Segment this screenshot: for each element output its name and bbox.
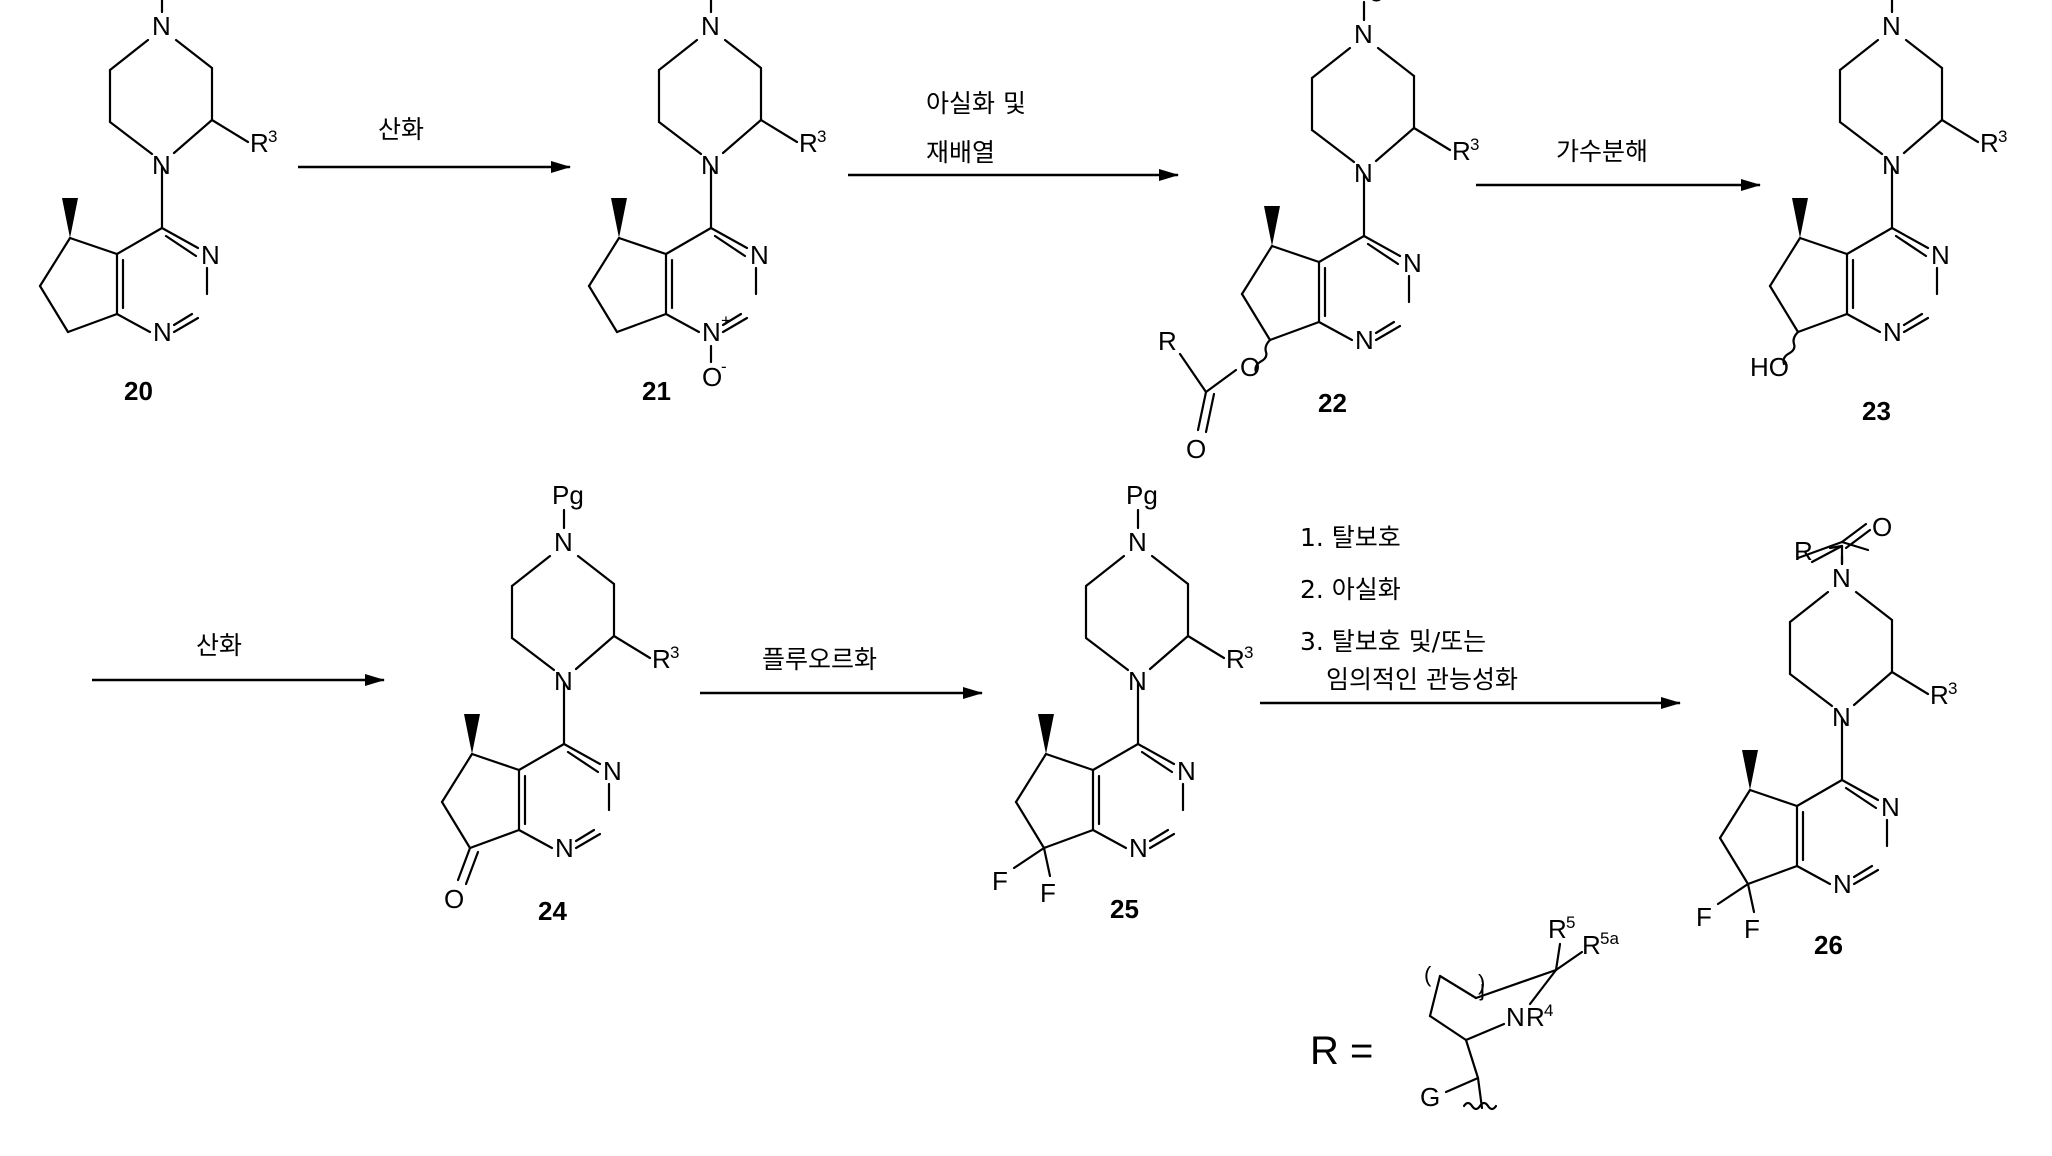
atom-n-label: N — [554, 666, 573, 696]
atom-n-label: N — [701, 150, 720, 180]
compound-22: N N Pg R 3 O R O 22 — [1158, 0, 1479, 464]
protecting-group-label: Pg — [552, 480, 584, 510]
r3-superscript: 3 — [268, 127, 277, 146]
acyl-r-label: R — [1158, 326, 1177, 356]
r3-label: R — [799, 128, 818, 158]
compound-20: N N Pg R 3 20 — [40, 0, 277, 406]
r3-superscript: 3 — [1244, 643, 1253, 662]
fluorine-label-2: F — [1040, 878, 1056, 908]
compound-label-24: 24 — [538, 896, 567, 926]
step-label-acylation-2: 재배열 — [926, 138, 995, 167]
minus-charge: - — [721, 357, 727, 376]
fluorine-label-2: F — [1744, 914, 1760, 944]
protecting-group-label: Pg — [1352, 0, 1384, 2]
carbonyl-o-label: O — [1186, 434, 1206, 464]
g-group-label: G — [1420, 1082, 1440, 1112]
step-label-deprotection-1: 1. 탈보호 — [1300, 523, 1401, 552]
compound-label-23: 23 — [1862, 396, 1891, 426]
compound-23: N N Pg R 3 HO 23 — [1750, 0, 2007, 426]
atom-n-label: N — [1882, 11, 1901, 41]
step-label-deprotection-2: 2. 아실화 — [1300, 575, 1401, 604]
r3-superscript: 3 — [1470, 135, 1479, 154]
oxide-o-label: O — [702, 362, 722, 392]
r3-label: R — [1980, 128, 1999, 158]
ring-nr4-n-label: N — [1506, 1002, 1525, 1032]
compound-label-20: 20 — [124, 376, 153, 406]
ketone-o-label: O — [444, 884, 464, 914]
fluorine-label-1: F — [1696, 902, 1712, 932]
r5a-label: R — [1582, 930, 1601, 960]
atom-n-label: N — [1128, 666, 1147, 696]
hydroxyl-label: HO — [1750, 352, 1789, 382]
r3-superscript: 3 — [1948, 679, 1957, 698]
compound-25: N N Pg R 3 F F 25 — [992, 480, 1253, 924]
fluorine-label-1: F — [992, 866, 1008, 896]
compound-26: N N R 3 R O F F 26 — [1696, 512, 1957, 960]
step-label-acylation-1: 아실화 및 — [926, 89, 1026, 118]
atom-n-label: N — [1354, 19, 1373, 49]
step-label-oxidation-2: 산화 — [196, 631, 242, 660]
compound-label-22: 22 — [1318, 388, 1347, 418]
r3-label: R — [652, 644, 671, 674]
compound-label-26: 26 — [1814, 930, 1843, 960]
atom-n-label: N — [1832, 702, 1851, 732]
n-oxide-n-label: N — [702, 317, 721, 347]
plus-charge: + — [721, 311, 731, 330]
r3-label: R — [250, 128, 269, 158]
compound-label-25: 25 — [1110, 894, 1139, 924]
r3-label: R — [1930, 680, 1949, 710]
atom-n-label: N — [152, 11, 171, 41]
protecting-group-label: Pg — [1126, 480, 1158, 510]
r5-label: R — [1548, 914, 1567, 944]
step-label-oxidation: 산화 — [378, 115, 424, 144]
ring-size-index: j — [1479, 976, 1485, 1001]
compound-label-21: 21 — [642, 376, 671, 406]
r3-label: R — [1226, 644, 1245, 674]
step-label-deprotection-4: 임의적인 관능성화 — [1326, 665, 1518, 694]
compound-24: N N Pg R 3 O 24 — [442, 480, 679, 926]
step-label-fluorination: 플루오르화 — [762, 645, 877, 674]
r5a-superscript: 5a — [1600, 929, 1619, 948]
ring-paren-open: ( — [1424, 962, 1432, 987]
atom-n-label: N — [1354, 158, 1373, 188]
r3-label: R — [1452, 136, 1471, 166]
r3-superscript: 3 — [670, 643, 679, 662]
r4-superscript: 4 — [1544, 1001, 1553, 1020]
atom-n-label: N — [701, 11, 720, 41]
step-label-hydrolysis: 가수분해 — [1556, 137, 1648, 166]
atom-n-label: N — [1832, 563, 1851, 593]
compound-21: N N Pg R 3 N + O - 21 — [589, 0, 826, 406]
carbonyl-o-label: O — [1872, 512, 1892, 542]
r4-label: R — [1526, 1002, 1545, 1032]
r3-superscript: 3 — [817, 127, 826, 146]
r5-superscript: 5 — [1566, 913, 1575, 932]
atom-n-label: N — [1882, 150, 1901, 180]
r-group-definition: R = ( ) j N R 4 R 5 R 5a G — [1310, 913, 1619, 1112]
ester-o-label: O — [1240, 352, 1260, 382]
r3-superscript: 3 — [1998, 127, 2007, 146]
acyl-r-label: R — [1794, 536, 1813, 566]
r-equals-label: R = — [1310, 1029, 1373, 1073]
atom-n-label: N — [554, 527, 573, 557]
atom-n-label: N — [152, 150, 171, 180]
atom-n-label: N — [1128, 527, 1147, 557]
step-label-deprotection-3: 3. 탈보호 및/또는 — [1300, 627, 1486, 656]
